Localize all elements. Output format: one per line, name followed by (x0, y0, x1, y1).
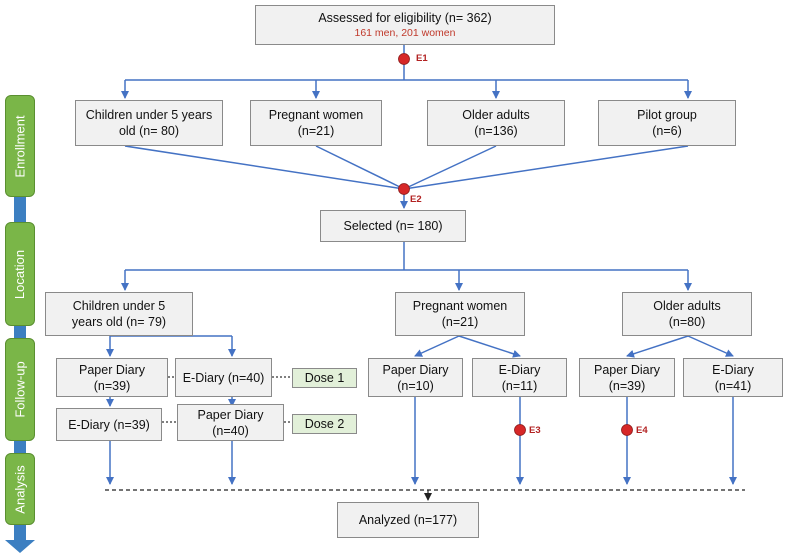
analyzed-label: Analyzed (n=177) (358, 513, 458, 527)
pregnant-e-diary-label: E-Diary (n=11) (498, 362, 541, 393)
assessed-box: Assessed for eligibility (n= 362) 161 me… (255, 5, 555, 45)
older-e-diary: E-Diary (n=41) (683, 358, 783, 397)
phase-follow-up: Follow-up (5, 338, 35, 441)
phase-location: Location (5, 222, 35, 326)
children-paper-diary-2: Paper Diary (n=40) (177, 404, 284, 441)
event-label-e1: E1 (416, 53, 428, 64)
event-label-e2: E2 (410, 194, 422, 205)
selected-box: Selected (n= 180) (320, 210, 466, 242)
dose-1-label: Dose 1 (292, 368, 357, 388)
children-paper-diary-1: Paper Diary (n=39) (56, 358, 168, 397)
pregnant-e-diary: E-Diary (n=11) (472, 358, 567, 397)
children-paper-diary-1-label: Paper Diary (n=39) (79, 362, 145, 393)
enrollment-pilot-box: Pilot group (n=6) (598, 100, 736, 146)
children-e-diary-2-label: E-Diary (n=39) (68, 417, 150, 432)
children-e-diary-2: E-Diary (n=39) (56, 408, 162, 441)
phase-connector (14, 195, 26, 223)
older-paper-diary-label: Paper Diary (n=39) (594, 362, 660, 393)
phase-connector (14, 524, 26, 542)
children-paper-diary-2-label: Paper Diary (n=40) (197, 407, 264, 438)
enrollment-pilot-label: Pilot group (n=6) (637, 108, 697, 138)
event-dot-e3 (514, 424, 526, 436)
event-dot-e2 (398, 183, 410, 195)
enrollment-older-box: Older adults (n=136) (427, 100, 565, 146)
enrollment-older-label: Older adults (n=136) (462, 108, 530, 138)
assessed-title: Assessed for eligibility (n= 362) (318, 11, 492, 25)
older-paper-diary: Paper Diary (n=39) (579, 358, 675, 397)
location-pregnant-box: Pregnant women (n=21) (395, 292, 525, 336)
phase-analysis: Analysis (5, 453, 35, 525)
location-children-label: Children under 5 years old (n= 79) (71, 299, 167, 329)
analyzed-box: Analyzed (n=177) (337, 502, 479, 538)
enrollment-children-label: Children under 5 years old (n= 80) (85, 108, 213, 138)
enrollment-children-box: Children under 5 years old (n= 80) (75, 100, 223, 146)
older-e-diary-label: E-Diary (n=41) (712, 362, 754, 393)
selected-label: Selected (n= 180) (343, 219, 443, 233)
event-label-e4: E4 (636, 425, 648, 436)
down-arrow-icon (5, 540, 35, 553)
event-label-e3: E3 (529, 425, 541, 436)
enrollment-pregnant-label: Pregnant women (n=21) (268, 108, 364, 138)
phase-connector (14, 440, 26, 454)
phase-connector (14, 326, 26, 340)
pregnant-paper-diary: Paper Diary (n=10) (368, 358, 463, 397)
enrollment-pregnant-box: Pregnant women (n=21) (250, 100, 382, 146)
location-children-box: Children under 5 years old (n= 79) (45, 292, 193, 336)
location-older-label: Older adults (n=80) (653, 299, 721, 329)
dose-2-text: Dose 2 (304, 417, 345, 431)
location-older-box: Older adults (n=80) (622, 292, 752, 336)
phase-enrollment: Enrollment (5, 95, 35, 197)
location-pregnant-label: Pregnant women (n=21) (412, 299, 508, 329)
children-e-diary-1-label: E-Diary (n=40) (182, 370, 265, 385)
event-dot-e1 (398, 53, 410, 65)
dose-2-label: Dose 2 (292, 414, 357, 434)
event-dot-e4 (621, 424, 633, 436)
dose-1-text: Dose 1 (304, 371, 345, 385)
children-e-diary-1: E-Diary (n=40) (175, 358, 272, 397)
pregnant-paper-diary-label: Paper Diary (n=10) (382, 362, 449, 393)
assessed-subtitle: 161 men, 201 women (354, 27, 456, 39)
